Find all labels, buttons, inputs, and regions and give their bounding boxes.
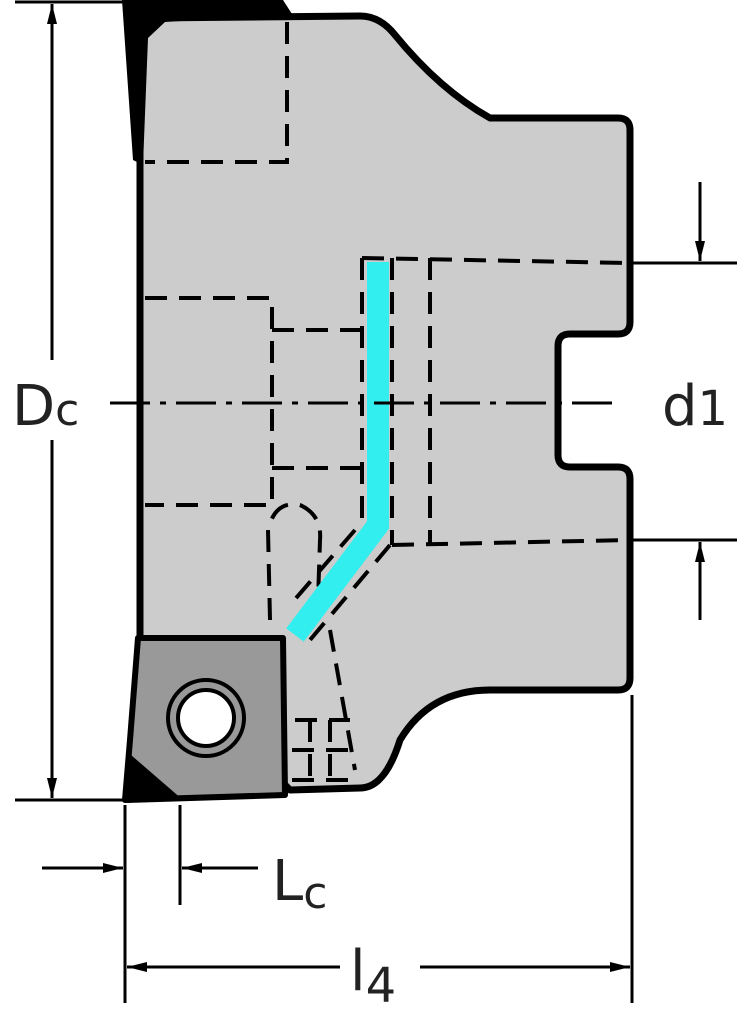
- lc-label: Lc: [272, 849, 327, 919]
- d1-dimension: [630, 182, 737, 620]
- hidden-lines: [145, 22, 631, 785]
- top-insert-black: [122, 0, 292, 165]
- coolant-channel: [286, 262, 389, 642]
- l4-label: l4: [350, 939, 396, 1014]
- insert-corner-black: [124, 755, 183, 800]
- dc-label: Dc: [12, 374, 79, 439]
- insert-screw-hole: [176, 688, 236, 748]
- dc-dimension: [15, 0, 125, 802]
- insert-screw-ring: [166, 678, 246, 758]
- d1-label: d1: [662, 374, 728, 439]
- l4-dimension: [127, 695, 634, 1003]
- lc-dimension: [42, 805, 258, 1003]
